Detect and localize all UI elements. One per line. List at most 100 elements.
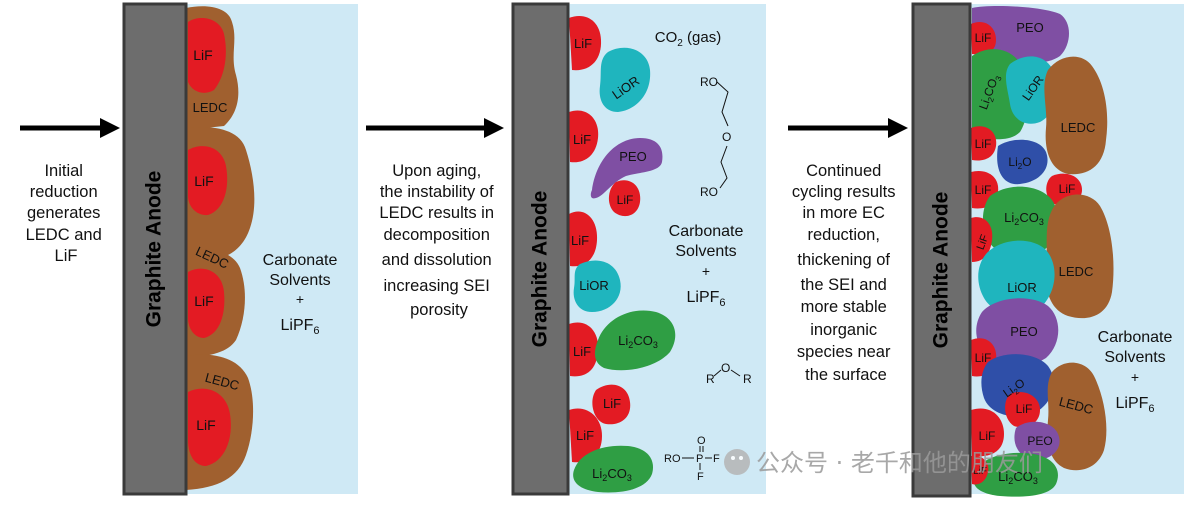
lior-blob xyxy=(573,260,621,312)
phos-f2: F xyxy=(697,471,704,483)
caption-line: inorganic xyxy=(810,321,877,339)
lif-label: LiF xyxy=(975,233,992,252)
electrolyte-line2: Solvents xyxy=(269,272,330,289)
lif-label: LiF xyxy=(574,36,592,51)
lif-label: LiF xyxy=(975,137,992,151)
electrolyte-line1: Carbonate xyxy=(263,252,338,269)
wechat-icon-eye xyxy=(739,456,743,460)
lif-label: LiF xyxy=(1059,182,1076,196)
lif-label: LiF xyxy=(194,293,213,309)
li2o-label: Li2O xyxy=(1008,155,1031,171)
molecule-ro-top: RO xyxy=(700,75,718,89)
phos-ro: RO xyxy=(664,453,681,465)
molecule-bond-chain xyxy=(719,145,728,189)
li2co3-blob xyxy=(573,445,653,493)
lif-label: LiF xyxy=(975,183,992,197)
lif-label: LiF xyxy=(576,428,594,443)
wechat-icon-eye xyxy=(731,456,735,460)
lior-label: LiOR xyxy=(1007,280,1037,295)
phos-f1: F xyxy=(713,453,720,465)
li2co3-label: Li2CO3 xyxy=(976,72,1004,112)
lif-label: LiF xyxy=(1016,402,1033,416)
electrolyte-label-2: Carbonate Solvents + LiPF6 xyxy=(669,223,744,309)
lior-blob xyxy=(1005,56,1058,124)
panel-1: LiF LEDC LiF LEDC LiF LEDC LiF Carbonate… xyxy=(122,2,358,496)
ledc-blob xyxy=(1047,362,1107,471)
lif-label: LiF xyxy=(975,351,992,365)
lif-blob xyxy=(188,268,225,338)
lif-label: LiF xyxy=(573,132,591,147)
electrolyte-line1: Carbonate xyxy=(1098,329,1173,346)
peo-label: PEO xyxy=(619,149,646,164)
lif-blob xyxy=(569,16,602,71)
caption-line: LEDC and xyxy=(26,226,102,244)
ledc-blob xyxy=(1044,56,1108,175)
panel-2: LiF LiOR LiF PEO LiF LiF LiOR LiF Li2CO3… xyxy=(511,2,766,496)
caption-line: LEDC results in xyxy=(379,204,494,222)
ledc-label: LEDC xyxy=(1061,120,1096,135)
lif-blob xyxy=(608,180,641,217)
lif-label: LiF xyxy=(617,193,634,207)
ledc-blob xyxy=(1045,194,1114,319)
electrolyte-plus: + xyxy=(296,291,304,307)
ledc-label: LEDC xyxy=(193,100,228,115)
caption-line: Upon aging, xyxy=(392,162,481,180)
caption-line: Initial xyxy=(44,162,83,180)
anode-label: Graphite Anode xyxy=(930,192,953,349)
ether-molecule: R O R xyxy=(706,361,752,386)
lif-blob xyxy=(971,126,997,161)
caption-line: reduction, xyxy=(807,226,879,244)
lif-blob xyxy=(569,211,598,267)
caption-line: decomposition xyxy=(384,226,490,244)
lif-blob xyxy=(188,388,231,466)
li2co3-label: Li2CO3 xyxy=(1004,210,1044,227)
ether-bond xyxy=(730,369,741,377)
caption-line: more stable xyxy=(801,298,887,316)
caption-line: thickening of xyxy=(797,251,890,269)
lif-blob xyxy=(1005,391,1040,428)
anode-label: Graphite Anode xyxy=(143,171,166,328)
caption-line: the instability of xyxy=(380,183,494,201)
li2co3-blob xyxy=(973,452,1058,497)
electrolyte-label-3: Carbonate Solvents + LiPF6 xyxy=(1098,329,1173,415)
caption-line: increasing SEI xyxy=(384,277,490,295)
lif-label: LiF xyxy=(196,417,215,433)
peo-blob xyxy=(972,6,1069,63)
li2co3-label: Li2CO3 xyxy=(998,469,1038,486)
graphite-anode-3 xyxy=(911,2,972,498)
lif-label: LiF xyxy=(973,466,987,477)
li2co3-blob xyxy=(594,310,676,371)
lif-blob xyxy=(971,408,1004,457)
glycol-ether-molecule: RO O RO xyxy=(700,75,731,199)
lior-blob xyxy=(599,47,651,113)
lif-label: LiF xyxy=(975,31,992,45)
graphite-anode-2 xyxy=(511,2,570,496)
wechat-icon xyxy=(724,449,750,475)
li2co3-label: Li2CO3 xyxy=(592,466,632,483)
phos-p: P xyxy=(696,453,703,465)
caption-line: cycling results xyxy=(792,183,896,201)
electrolyte-salt: LiPF6 xyxy=(280,317,319,337)
lif-blob xyxy=(188,146,228,216)
lior-label: LiOR xyxy=(579,278,609,293)
electrolyte-line2: Solvents xyxy=(1104,349,1165,366)
electrolyte-label-1: Carbonate Solvents + LiPF6 xyxy=(263,252,338,337)
caption-line: species near xyxy=(797,343,891,361)
lif-blob xyxy=(569,322,599,377)
peo-blob xyxy=(1014,421,1060,460)
li2co3-blob xyxy=(982,186,1059,256)
ledc-label: LEDC xyxy=(1059,264,1094,279)
electrolyte-line2: Solvents xyxy=(675,243,736,260)
lif-blob xyxy=(971,21,996,55)
ether-r1: R xyxy=(706,372,715,386)
caption-step-2: Upon aging, the instability of LEDC resu… xyxy=(379,162,498,319)
lif-label: LiF xyxy=(573,344,591,359)
electrolyte-plus: + xyxy=(702,263,710,279)
lif-label: LiF xyxy=(194,173,213,189)
caption-line: LiF xyxy=(55,247,78,265)
caption-line: and dissolution xyxy=(382,251,492,269)
ether-o: O xyxy=(721,361,730,375)
caption-line: in more EC xyxy=(802,204,885,222)
lif-label: LiF xyxy=(571,233,589,248)
